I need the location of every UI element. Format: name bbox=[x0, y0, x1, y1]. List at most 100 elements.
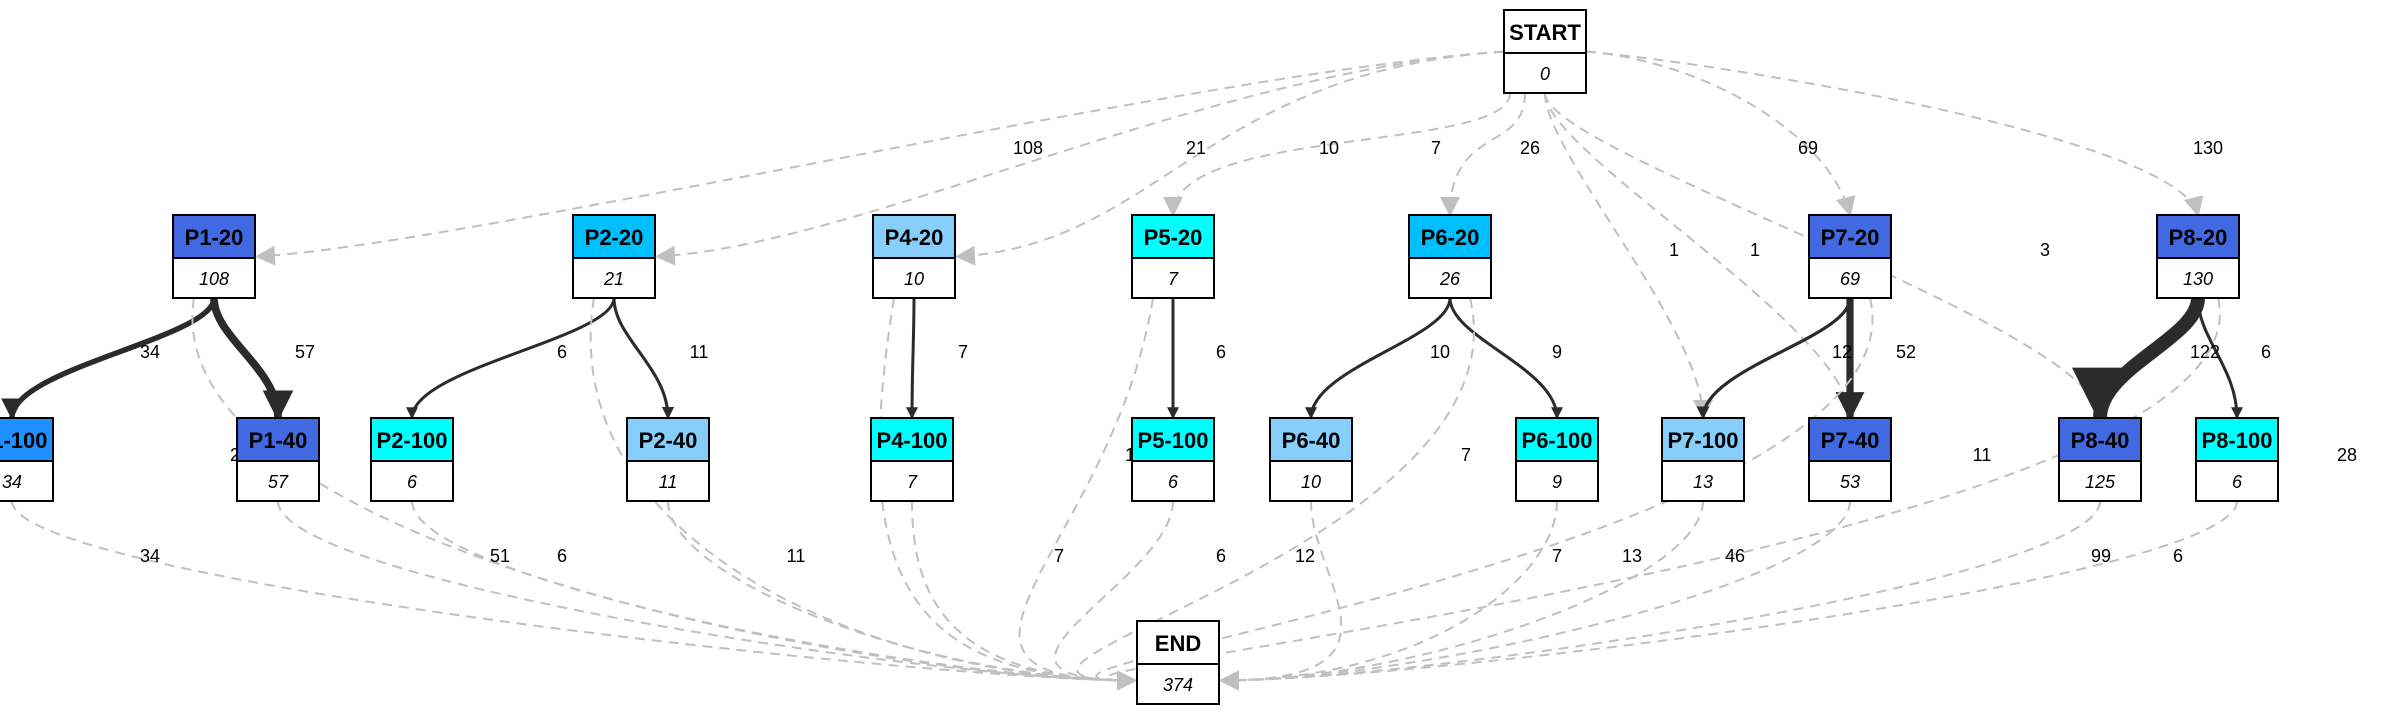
node-count: 7 bbox=[907, 472, 918, 492]
node-body bbox=[1131, 257, 1215, 299]
node-count: 10 bbox=[1301, 472, 1321, 492]
edge-label-p6-100-to-end: 7 bbox=[1552, 546, 1562, 566]
node-body bbox=[626, 460, 710, 502]
edge-label-p7-100-to-end: 13 bbox=[1622, 546, 1642, 566]
edge-start-to-p8-40 bbox=[1544, 92, 2110, 420]
node-body bbox=[2195, 460, 2279, 502]
edge-p8-20-to-p8-100 bbox=[2196, 297, 2243, 420]
node-header bbox=[1808, 214, 1892, 259]
edge-p4-20-to-p4-100 bbox=[906, 297, 919, 420]
node-body bbox=[1515, 460, 1599, 502]
node-start: START 0 bbox=[1503, 9, 1587, 94]
edge-p1-20-to-p1-40 bbox=[210, 297, 294, 422]
edge-label-start-to-p1-20: 108 bbox=[1013, 138, 1043, 158]
node-body bbox=[1503, 52, 1587, 94]
node-count: 10 bbox=[904, 269, 924, 289]
edge-start-to-p7-20 bbox=[1585, 50, 1856, 217]
edge-start-to-p5-20 bbox=[1163, 92, 1511, 217]
edge-label-p2-100-to-end: 6 bbox=[557, 546, 567, 566]
edge-label-start-to-p5-20: 7 bbox=[1431, 138, 1441, 158]
edge-labels-layer: 1082110726116931303457236114726110971252… bbox=[140, 138, 2357, 566]
node-count: 125 bbox=[2085, 472, 2116, 492]
node-p2-40: P2-40 11 bbox=[626, 417, 710, 502]
edge-label-p6-40-to-end: 12 bbox=[1295, 546, 1315, 566]
edge-label-start-to-p7-40: 1 bbox=[1750, 240, 1760, 260]
edge-label-p6-20-to-p6-40: 10 bbox=[1430, 342, 1450, 362]
node-body bbox=[872, 257, 956, 299]
node-title: P6-100 bbox=[1522, 428, 1593, 453]
edge-label-p7-20-to-p7-40: 52 bbox=[1896, 342, 1916, 362]
edge-p7-40-to-end bbox=[1219, 500, 1851, 691]
edge-label-p2-20-to-p2-40: 11 bbox=[690, 342, 709, 362]
node-title: P7-20 bbox=[1821, 225, 1880, 250]
edge-label-p5-100-to-end: 6 bbox=[1216, 546, 1226, 566]
node-title: P2-100 bbox=[377, 428, 448, 453]
node-count: 11 bbox=[659, 472, 678, 492]
node-count: 34 bbox=[2, 472, 22, 492]
edge-p6-20-to-end bbox=[1076, 297, 1475, 691]
node-header bbox=[1136, 620, 1220, 665]
edge-label-p7-40-to-end: 46 bbox=[1725, 546, 1745, 566]
edge-p1-40-to-end bbox=[277, 500, 1137, 691]
edge-p4-100-to-end bbox=[911, 500, 1137, 691]
edge-p5-20-to-end bbox=[1018, 297, 1154, 691]
edge-p6-20-to-p6-40 bbox=[1305, 297, 1452, 420]
node-count: 21 bbox=[603, 269, 624, 289]
edge-p7-20-to-p7-100 bbox=[1696, 297, 1852, 420]
edge-label-p7-20-to-p7-100: 12 bbox=[1832, 342, 1852, 362]
node-title: START bbox=[1509, 20, 1581, 45]
node-count: 108 bbox=[199, 269, 229, 289]
edge-label-p1-40-to-end: 51 bbox=[490, 546, 510, 566]
edge-label-p2-40-to-end: 11 bbox=[787, 546, 806, 566]
node-title: P2-40 bbox=[639, 428, 698, 453]
edge-p8-40-to-end bbox=[1219, 500, 2101, 691]
node-body bbox=[1661, 460, 1745, 502]
edge-label-p8-20-to-p8-40: 122 bbox=[2190, 342, 2220, 362]
edge-label-p2-20-to-p2-100: 6 bbox=[557, 342, 567, 362]
node-body bbox=[1408, 257, 1492, 299]
edge-label-p6-20-to-p6-100: 9 bbox=[1552, 342, 1562, 362]
node-header bbox=[1131, 417, 1215, 462]
edge-label-start-to-p7-20: 69 bbox=[1798, 138, 1818, 158]
node-header bbox=[2058, 417, 2142, 462]
edge-label-p1-20-to-p1-40: 57 bbox=[295, 342, 315, 362]
node-title: P8-40 bbox=[2071, 428, 2130, 453]
node-body bbox=[0, 460, 54, 502]
node-count: 6 bbox=[2232, 472, 2243, 492]
edge-p4-20-to-end bbox=[878, 297, 1137, 691]
node-body bbox=[1808, 460, 1892, 502]
edge-p2-20-to-p2-40 bbox=[612, 297, 675, 420]
edge-start-to-p7-40 bbox=[1544, 92, 1860, 420]
edge-label-start-to-p2-20: 21 bbox=[1186, 138, 1206, 158]
node-count: 0 bbox=[1540, 64, 1550, 84]
edge-label-p4-100-to-end: 7 bbox=[1054, 546, 1064, 566]
edge-label-p8-20-to-end: 28 bbox=[2337, 445, 2357, 465]
edge-label-start-to-p7-100: 1 bbox=[1669, 240, 1679, 260]
node-title: P7-100 bbox=[1668, 428, 1739, 453]
node-body bbox=[172, 257, 256, 299]
edge-start-to-p1-20 bbox=[255, 50, 1505, 266]
node-count: 9 bbox=[1552, 472, 1562, 492]
node-body bbox=[1136, 663, 1220, 705]
edge-label-p6-20-to-end: 7 bbox=[1461, 445, 1471, 465]
edge-p1-20-to-p1-100 bbox=[1, 297, 217, 421]
node-body bbox=[236, 460, 320, 502]
node-header bbox=[1515, 417, 1599, 462]
edge-label-start-to-p4-20: 10 bbox=[1319, 138, 1339, 158]
edge-label-p8-100-to-end: 6 bbox=[2173, 546, 2183, 566]
node-p5-20: P5-207 bbox=[1131, 214, 1215, 299]
node-header bbox=[1661, 417, 1745, 462]
node-title: P7-40 bbox=[1821, 428, 1880, 453]
node-p6-100: P6-100 9 bbox=[1515, 417, 1599, 502]
